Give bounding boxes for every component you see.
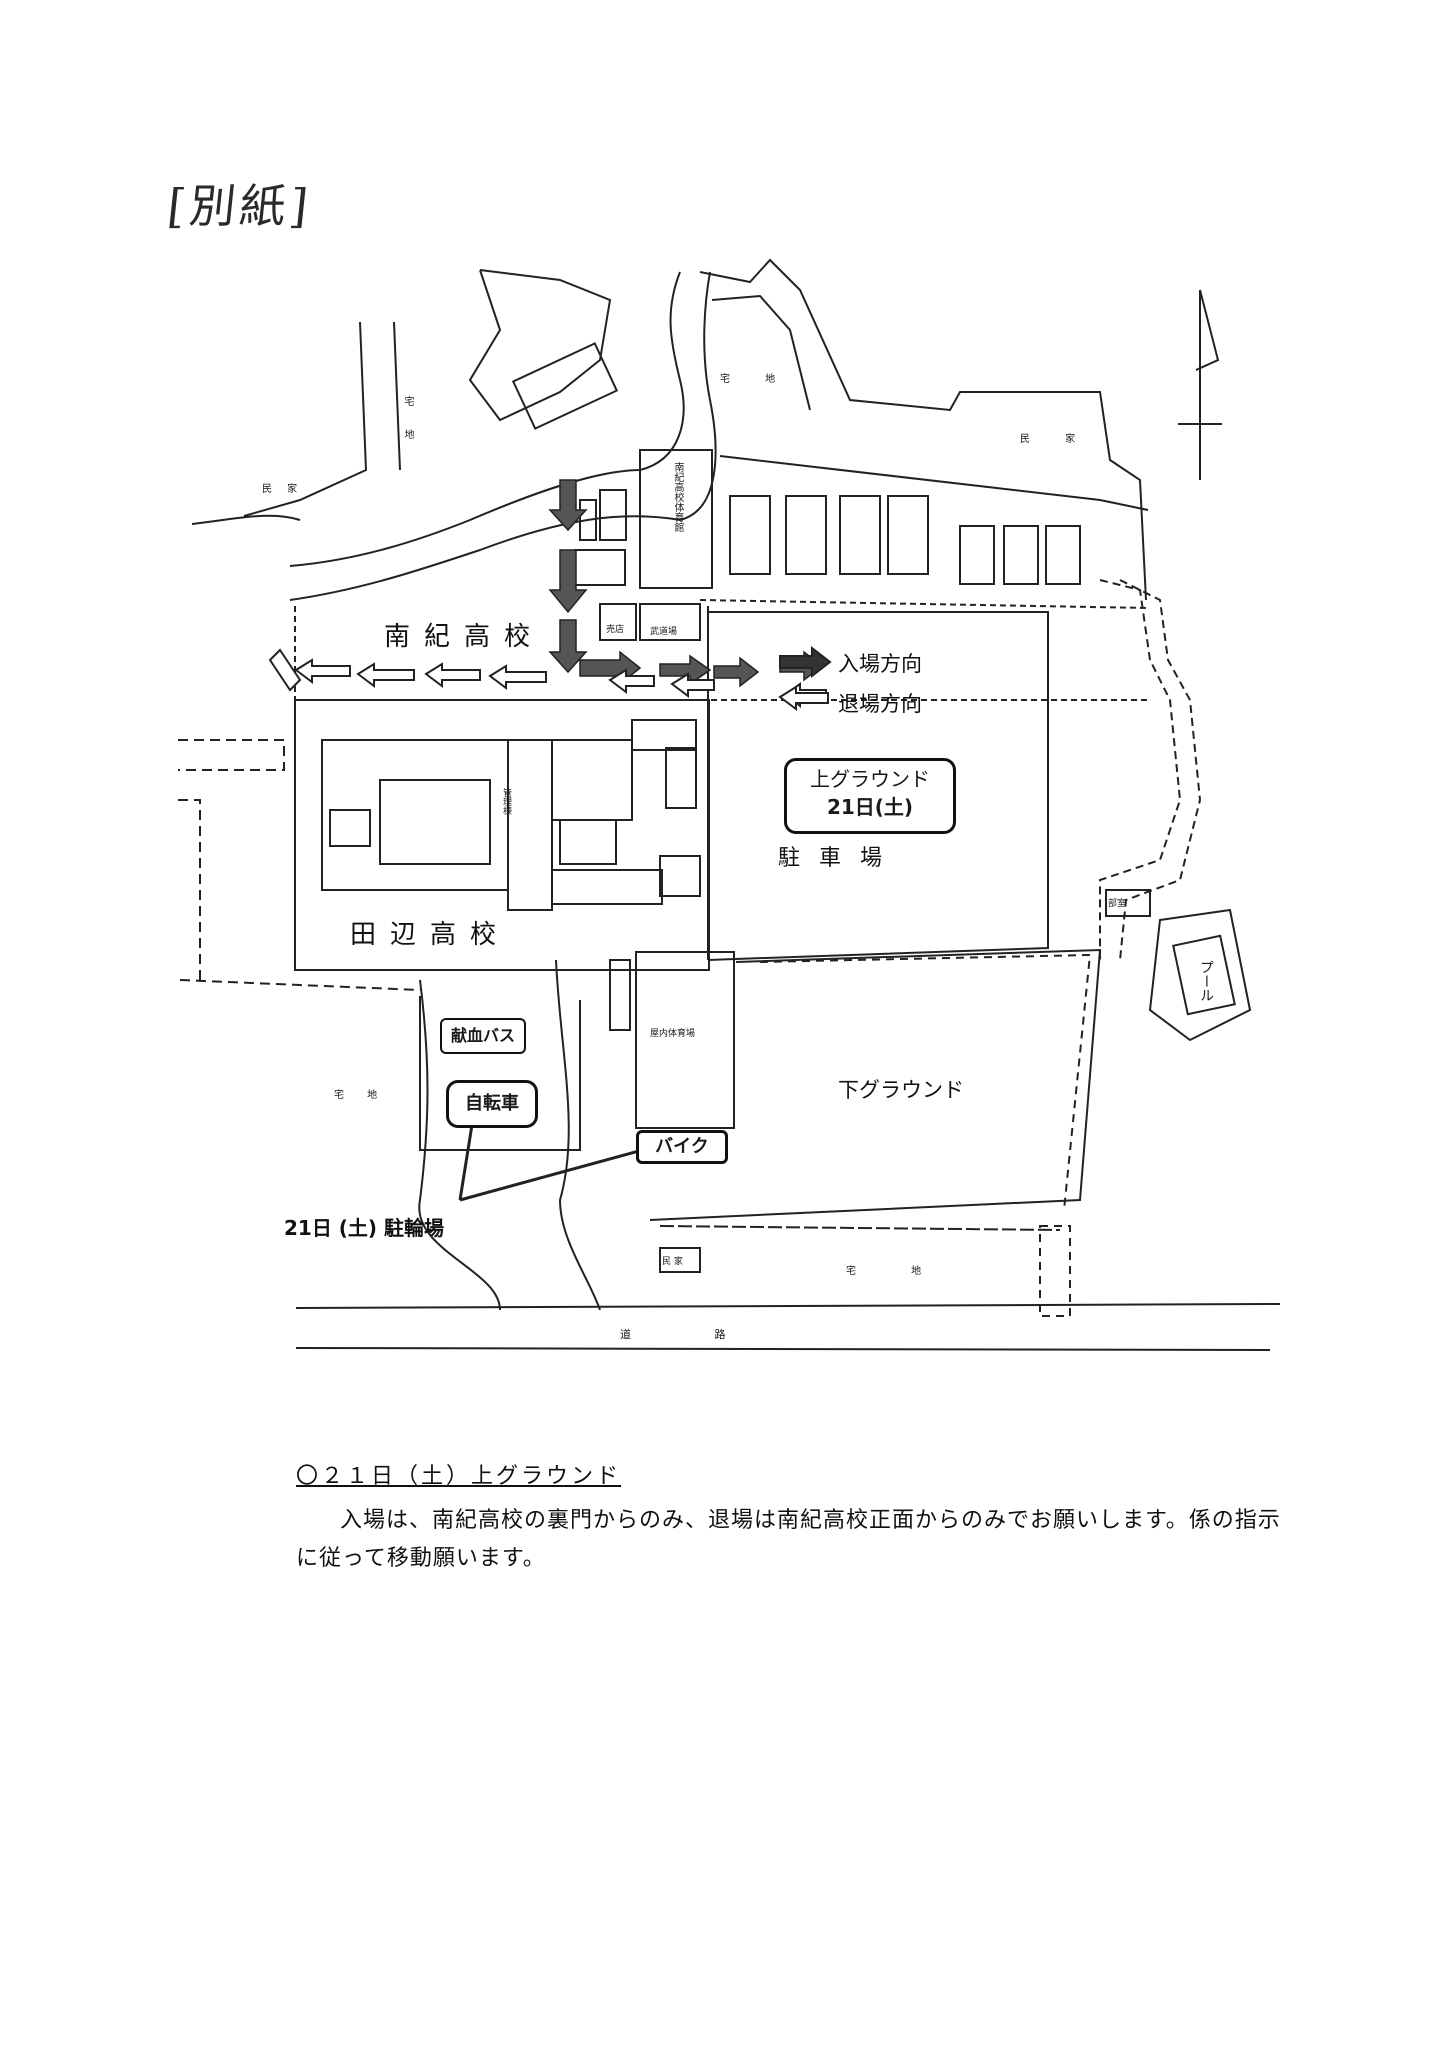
residential-south: 宅 地 bbox=[846, 1266, 948, 1277]
notice-title: 〇２１日（土）上グラウンド bbox=[296, 1464, 622, 1489]
pool-label: プール bbox=[1198, 960, 1214, 1002]
residential-north: 宅 地 bbox=[402, 396, 413, 450]
notice-body: 入場は、南紀高校の裏門からのみ、退場は南紀高校正面からのみでお願いします。係の指… bbox=[296, 1508, 1281, 1571]
label-tanabe-school: 田辺高校 bbox=[350, 920, 511, 950]
north-arrow-icon bbox=[1178, 289, 1222, 480]
club-room-label: 部室 bbox=[1108, 899, 1127, 909]
label-nanki-school: 南紀高校 bbox=[384, 622, 545, 652]
residential-top: 宅 地 bbox=[720, 374, 792, 385]
legend-enter: 入場方向 bbox=[838, 652, 922, 676]
parking-label: 駐 車 場 bbox=[778, 846, 888, 871]
private-house-east: 民 家 bbox=[1020, 434, 1092, 445]
legend-exit: 退場方向 bbox=[838, 692, 922, 716]
dojo-label: 武道場 bbox=[650, 627, 678, 637]
shop-label: 売店 bbox=[606, 625, 625, 635]
indoor-gym-label: 屋内体育場 bbox=[650, 1029, 696, 1039]
lower-ground-label: 下グラウンド bbox=[838, 1078, 964, 1102]
private-house-west: 民 家 bbox=[262, 484, 304, 495]
bike-label: バイク bbox=[636, 1130, 728, 1164]
upper-ground-box: 上グラウンド 21日(土) bbox=[784, 758, 956, 834]
road-label: 道 路 bbox=[620, 1328, 766, 1341]
blood-bus-label: 献血バス bbox=[440, 1018, 526, 1054]
private-house-south: 民 家 bbox=[662, 1257, 683, 1267]
upper-ground-label: 上グラウンド bbox=[810, 767, 930, 791]
admin-building-label: 管理棟 bbox=[501, 788, 511, 815]
residential-west: 宅 地 bbox=[334, 1090, 388, 1101]
bicycle-parking-label: 21日 (土) 駐輪場 bbox=[284, 1216, 445, 1240]
upper-ground-date: 21日(土) bbox=[826, 795, 914, 819]
nanki-gym-label: 南紀高校体育館 bbox=[672, 462, 683, 532]
bicycle-label: 自転車 bbox=[446, 1080, 538, 1128]
